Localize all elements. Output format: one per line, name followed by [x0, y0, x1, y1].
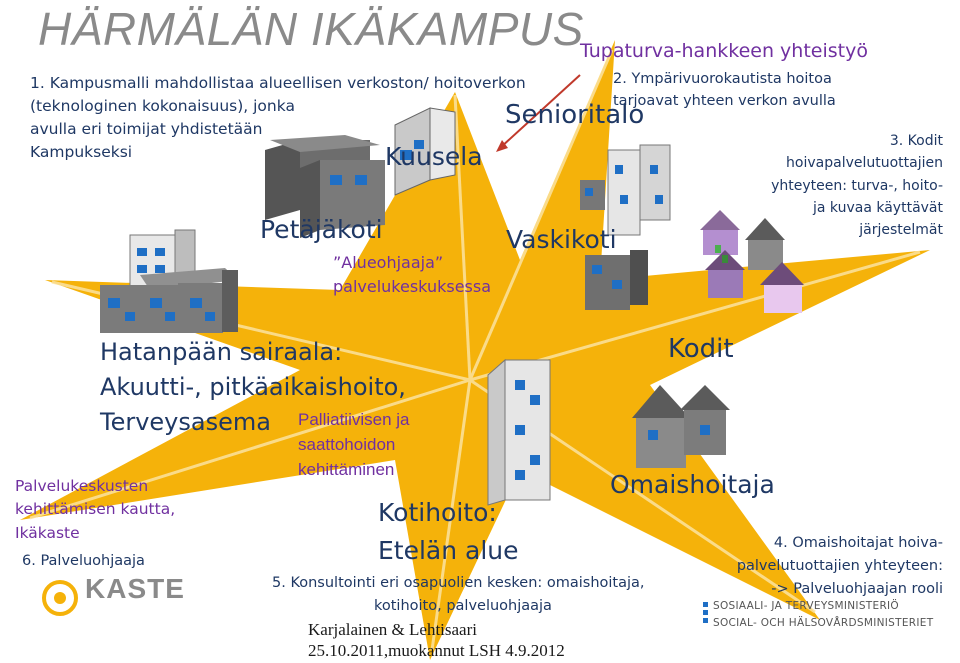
credit-line: 25.10.2011,muokannut LSH 4.9.2012: [308, 641, 565, 660]
kodit-label: Kodit: [668, 334, 734, 364]
senioritalo-towers: [580, 144, 671, 236]
red-arrow: [496, 74, 581, 152]
alueohjaaja-line: ”Alueohjaaja”: [333, 253, 444, 272]
palvelukeskukset-line: Palvelukeskusten: [15, 477, 149, 495]
vaskikoti-building: [585, 250, 648, 310]
kotihoito-line: Etelän alue: [378, 536, 519, 565]
kuusela-building: [394, 107, 456, 196]
point3-line: 3. Kodit: [889, 133, 943, 149]
point3-line: ja kuvaa käyttävät: [813, 200, 943, 216]
ministry-logo-icon: [703, 602, 708, 623]
point1-line: 1. Kampusmalli mahdollistaa alueellisen …: [30, 74, 526, 92]
kuusela-label: Kuusela: [385, 142, 483, 171]
ministry-line: SOCIAL- OCH HÄLSOVÅRDSMINISTERIET: [713, 617, 934, 629]
omaishoitaja-label: Omaishoitaja: [610, 470, 775, 499]
credit-line: Karjalainen & Lehtisaari: [308, 620, 477, 639]
palliatiivinen-line: Palliatiivisen ja: [298, 410, 410, 429]
point5-line: 5. Konsultointi eri osapuolien kesken: o…: [272, 575, 645, 591]
kaste-logo-text: KASTE: [85, 573, 185, 604]
hatanpaa-line: Hatanpään sairaala:: [100, 338, 343, 366]
palvelukeskukset-line: kehittämisen kautta,: [15, 500, 176, 518]
palvelukeskukset-line: Ikäkaste: [15, 524, 80, 542]
point1-line: (teknologinen kokonaisuus), jonka: [30, 97, 295, 115]
petajakoti-building: [265, 135, 385, 238]
houses-kodit: [700, 210, 804, 313]
point6: 6. Palveluohjaaja: [22, 553, 145, 569]
omaishoitaja-houses: [632, 385, 730, 468]
point3-line: yhteyteen: turva-, hoito-: [771, 178, 943, 194]
alueohjaaja-line: palvelukeskuksessa: [333, 277, 492, 296]
ministry-line: SOSIAALI- JA TERVEYSMINISTERIÖ: [713, 600, 899, 612]
tupaturva-note: Tupaturva-hankkeen yhteistyö: [580, 40, 868, 62]
hatanpaa-line: Akuutti-, pitkäaikaishoito,: [100, 373, 406, 401]
point4-line: -> Palveluohjaajan rooli: [771, 581, 943, 597]
kotihoito-line: Kotihoito:: [378, 498, 497, 527]
petajakoti-label: Petäjäkoti: [260, 215, 383, 244]
vaskikoti-label: Vaskikoti: [506, 225, 617, 254]
senioritalo-label: Senioritalo: [505, 100, 645, 130]
page-title: HÄRMÄLÄN IKÄKAMPUS: [38, 3, 584, 55]
point4-line: palvelutuottajien yhteyteen:: [736, 558, 943, 574]
point2-line: 2. Ympärivuorokautista hoitoa: [613, 71, 832, 87]
star-shape: [20, 40, 930, 660]
palliatiivinen-line: saattohoidon: [298, 435, 396, 454]
kaste-logo: [42, 580, 78, 616]
point4-line: 4. Omaishoitajat hoiva-: [773, 535, 943, 551]
point3-line: järjestelmät: [859, 222, 943, 238]
point1-line: avulla eri toimijat yhdistetään: [30, 120, 263, 138]
point1-line: Kampukseksi: [30, 143, 133, 161]
left-cluster-buildings: [100, 229, 238, 333]
hatanpaa-line: Terveysasema: [100, 408, 271, 436]
star-rays: [29, 49, 921, 651]
point2-line: tarjoavat yhteen verkon avulla: [613, 93, 836, 109]
point5-line: kotihoito, palveluohjaaja: [374, 598, 552, 614]
point3-line: hoivapalvelutuottajien: [786, 155, 943, 171]
palliatiivinen-line: kehittäminen: [298, 460, 395, 479]
kotihoito-tower: [487, 358, 551, 506]
